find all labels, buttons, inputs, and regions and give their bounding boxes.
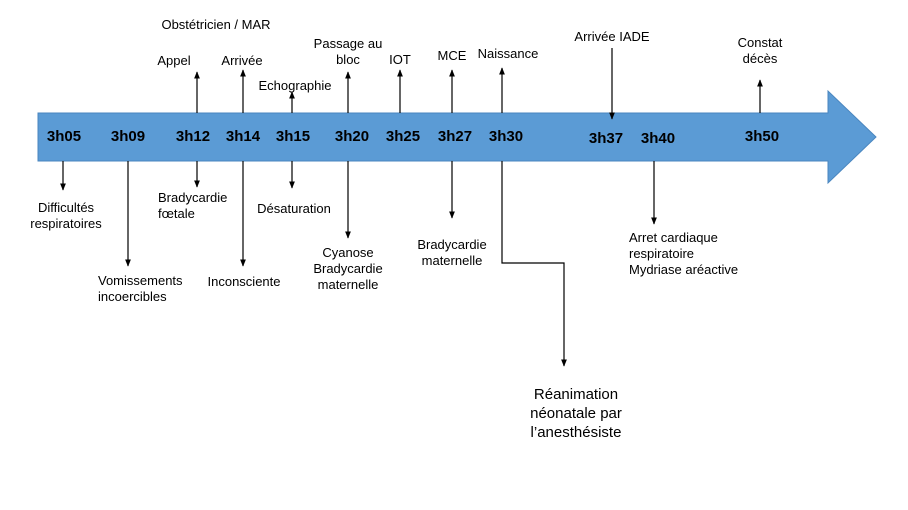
- event-mce: MCE: [437, 48, 467, 63]
- time-label: 3h12: [175, 128, 211, 145]
- event-arrivee-iade: Arrivée IADE: [574, 29, 650, 44]
- connector-reanimation: [501, 161, 567, 367]
- event-appel: Appel: [157, 53, 191, 68]
- event-cyanose: Cyanose Bradycardie maternelle: [313, 245, 383, 292]
- time-label: 3h37: [588, 130, 624, 147]
- event-iot: IOT: [389, 52, 411, 67]
- event-difficultes: Difficultés respiratoires: [30, 200, 102, 231]
- time-label: 3h30: [488, 128, 524, 145]
- event-echographie: Echographie: [258, 78, 332, 93]
- time-label: 3h15: [275, 128, 311, 145]
- time-label: 3h27: [437, 128, 473, 145]
- event-vomissements: Vomissements incoercibles: [98, 273, 183, 304]
- event-naissance: Naissance: [477, 46, 539, 61]
- event-obstetricien: Obstétricien / MAR: [161, 17, 271, 32]
- event-arrivee: Arrivée: [221, 53, 263, 68]
- time-label: 3h50: [744, 128, 780, 145]
- event-constat-deces: Constat décès: [737, 35, 783, 66]
- time-label: 3h25: [385, 128, 421, 145]
- event-bradycardie-maternelle: Bradycardie maternelle: [417, 237, 487, 268]
- event-bradycardie-foetale: Bradycardie fœtale: [158, 190, 228, 221]
- time-label: 3h20: [334, 128, 370, 145]
- event-arret-cardiaque: Arret cardiaque respiratoire Mydriase ar…: [629, 230, 739, 277]
- event-inconsciente: Inconsciente: [207, 274, 281, 289]
- timeline-arrow: [37, 89, 877, 185]
- time-label: 3h09: [110, 128, 146, 145]
- event-desaturation: Désaturation: [257, 201, 331, 216]
- time-label: 3h40: [640, 130, 676, 147]
- event-passage-bloc: Passage au bloc: [313, 36, 383, 67]
- event-reanimation: Réanimation néonatale par l’anesthésiste: [530, 386, 622, 441]
- time-label: 3h14: [225, 128, 261, 145]
- time-label: 3h05: [46, 128, 82, 145]
